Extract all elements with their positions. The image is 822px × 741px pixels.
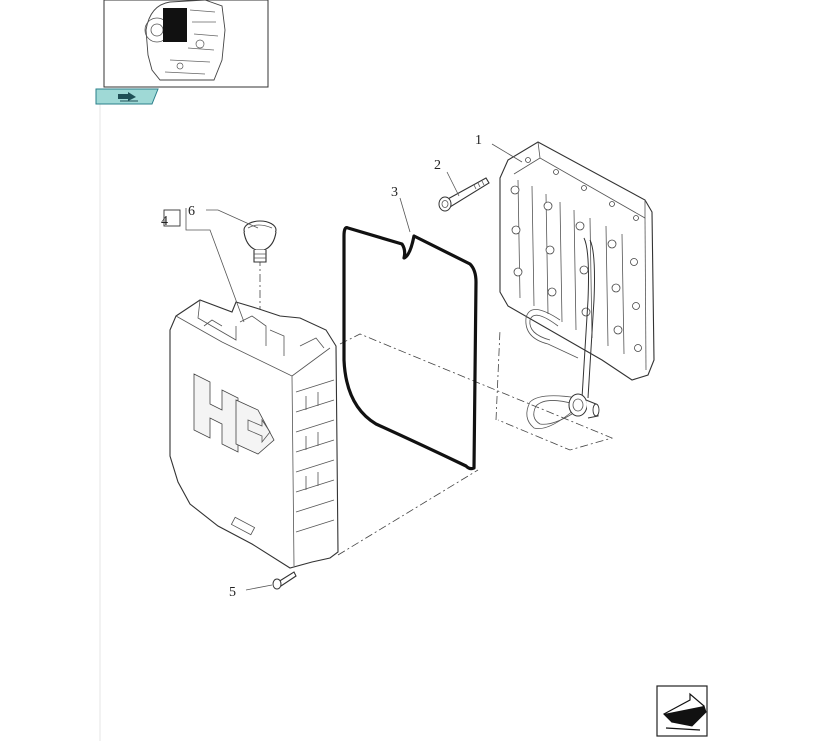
part-screw-5: [272, 571, 297, 590]
forward-arrow-icon: [118, 92, 138, 102]
part-bolt-2: [438, 177, 490, 212]
callout-6: 6: [188, 204, 195, 219]
part-breather-cap: [243, 220, 277, 263]
callout-1: 1: [475, 133, 482, 148]
leader-lines: [185, 143, 523, 591]
locator-thumbnail[interactable]: [103, 0, 269, 88]
part-valve-body: [499, 141, 655, 429]
transmission-thumbnail-drawing: [144, 0, 226, 81]
next-page-button[interactable]: [656, 685, 708, 737]
electrical-connector: [568, 393, 600, 419]
thumbnail-tab[interactable]: [95, 88, 159, 105]
callout-5: 5: [229, 585, 236, 600]
callout-2: 2: [434, 158, 441, 173]
callout-4-box: [163, 209, 181, 227]
callout-4: 4: [161, 214, 168, 229]
part-housing: [169, 299, 339, 569]
callout-3: 3: [391, 185, 398, 200]
part-gasket: [342, 226, 478, 471]
next-page-arrow-icon: [663, 692, 707, 731]
manufacturer-logo-icon: [193, 373, 275, 455]
